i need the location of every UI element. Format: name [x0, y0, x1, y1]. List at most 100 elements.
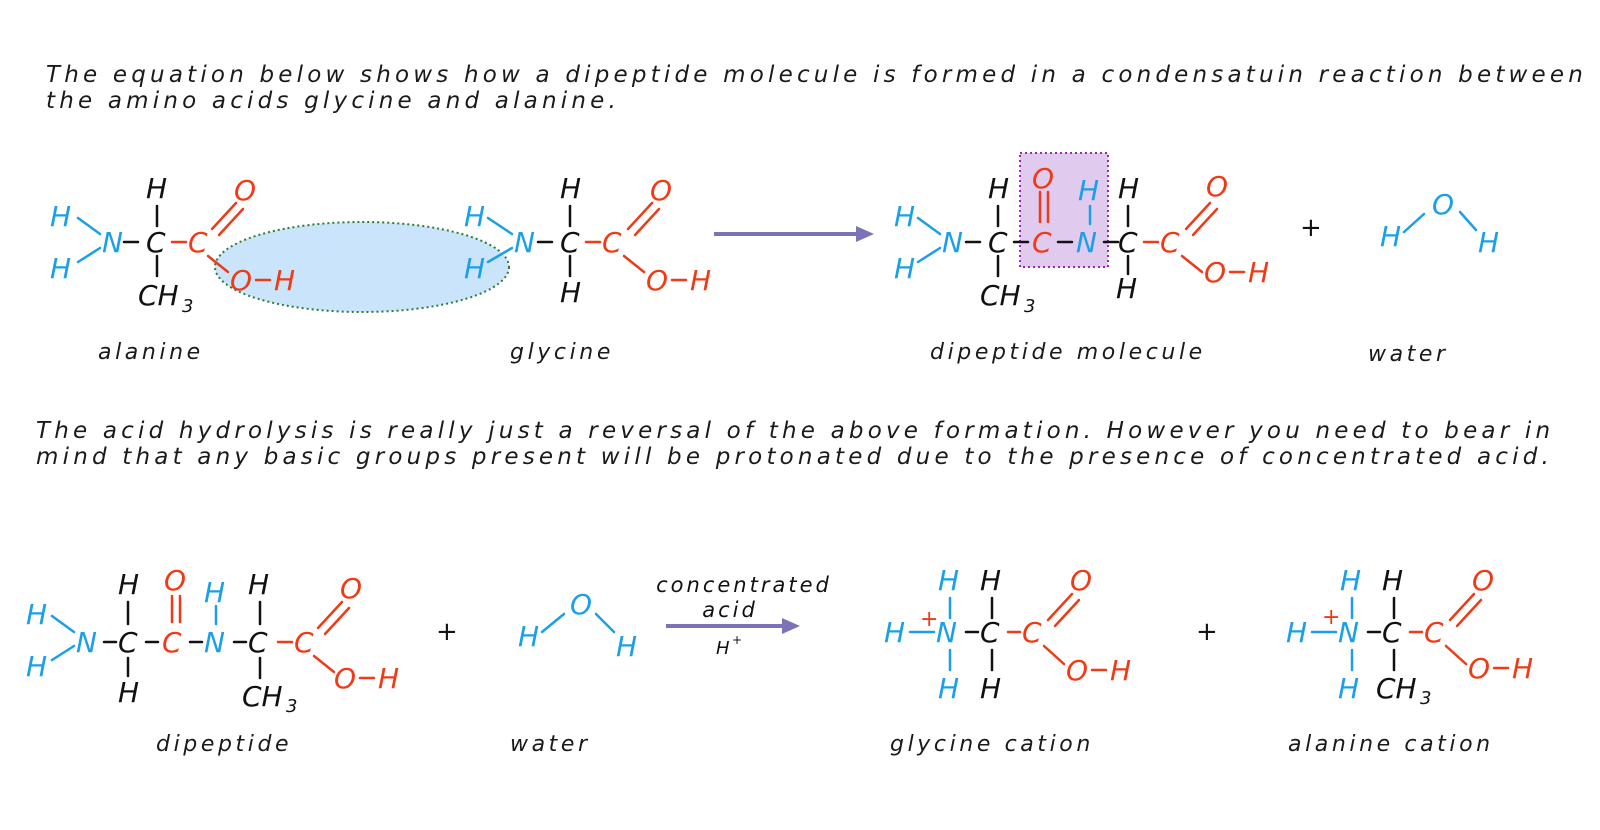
atom-subscript: 3	[1024, 296, 1035, 317]
atom-c: C	[118, 626, 138, 659]
condition-line-2: acid	[702, 598, 758, 622]
atom-h: H	[560, 276, 581, 309]
glycine-cation-molecule: H N + H H C H H C O O H	[884, 564, 1131, 705]
atom-ch: CH	[980, 279, 1021, 312]
atom-o: O	[650, 174, 672, 207]
catalyst-label: H	[716, 638, 730, 659]
atom-n: N	[936, 616, 957, 649]
atom-h: H	[988, 172, 1009, 205]
atom-ch: CH	[242, 680, 283, 713]
atom-o: O	[1204, 256, 1226, 289]
atom-c: C	[1032, 226, 1052, 259]
atom-h: H	[938, 672, 959, 705]
atom-o: O	[1032, 162, 1054, 195]
atom-c: C	[1160, 226, 1180, 259]
positive-charge: +	[1322, 605, 1340, 630]
atom-o: O	[334, 662, 356, 695]
water-molecule: H O H	[1380, 188, 1499, 259]
atom-h: H	[980, 564, 1001, 597]
atom-h: H	[616, 630, 637, 663]
atom-h: H	[146, 172, 167, 205]
condition-line-1: concentrated	[656, 573, 832, 597]
atom-o: O	[646, 264, 668, 297]
label-water-top: water	[1368, 342, 1449, 367]
label-dipeptide: dipeptide	[156, 732, 293, 757]
atom-h: H	[1078, 174, 1099, 207]
atom-n: N	[942, 226, 963, 259]
atom-h: H	[518, 620, 539, 653]
label-glycine-cation: glycine cation	[890, 732, 1094, 757]
atom-h: H	[894, 200, 915, 233]
atom-h: H	[26, 598, 47, 631]
hydrolysis-paragraph: The acid hydrolysis is really just a rev…	[36, 418, 1554, 470]
atom-h: H	[1340, 564, 1361, 597]
atom-o: O	[1468, 652, 1490, 685]
plus-sign: +	[1196, 617, 1218, 647]
alanine-cation-molecule: H N + H H C H CH 3 C O O H	[1286, 564, 1533, 709]
atom-c: C	[602, 226, 622, 259]
atom-c: C	[1382, 616, 1402, 649]
atom-c: C	[560, 226, 580, 259]
atom-h: H	[248, 568, 269, 601]
intro-line-1: The equation below shows how a dipeptide…	[46, 62, 1588, 88]
atom-h: H	[1380, 220, 1401, 253]
atom-h: H	[560, 172, 581, 205]
intro-paragraph: The equation below shows how a dipeptide…	[46, 62, 1587, 114]
atom-c: C	[1022, 616, 1042, 649]
atom-c: C	[294, 626, 314, 659]
condensation-highlight	[214, 221, 510, 313]
atom-h: H	[1118, 172, 1139, 205]
atom-ch: CH	[138, 279, 179, 312]
hydrolysis-line-1: The acid hydrolysis is really just a rev…	[36, 418, 1555, 444]
atom-n: N	[76, 626, 97, 659]
atom-h: H	[884, 616, 905, 649]
positive-charge: +	[920, 607, 938, 632]
atom-h: H	[1478, 226, 1499, 259]
atom-n: N	[1076, 226, 1097, 259]
atom-o: O	[164, 564, 186, 597]
atom-o: O	[1070, 564, 1092, 597]
atom-o: O	[230, 264, 252, 297]
atom-h: H	[1512, 652, 1533, 685]
atom-h: H	[1382, 564, 1403, 597]
dipeptide-molecule: H H N C H CH 3 O C N H C H H C O O H	[894, 162, 1269, 317]
atom-c: C	[1118, 226, 1138, 259]
atom-n: N	[204, 626, 225, 659]
atom-c: C	[988, 226, 1008, 259]
atom-o: O	[340, 572, 362, 605]
atom-h: H	[378, 662, 399, 695]
plus-sign: +	[436, 617, 458, 647]
atom-subscript: 3	[286, 696, 297, 717]
atom-h: H	[1338, 672, 1359, 705]
hydrolysis-reaction-arrow: concentrated acid H +	[656, 573, 832, 659]
atom-h: H	[1248, 256, 1269, 289]
catalyst-charge: +	[732, 633, 742, 647]
atom-ch: CH	[1376, 672, 1417, 705]
atom-o: O	[570, 588, 592, 621]
atom-h: H	[464, 252, 485, 285]
atom-h: H	[1286, 616, 1307, 649]
alanine-molecule: H H N C H CH 3 C O O H	[50, 172, 295, 317]
plus-sign: +	[1300, 213, 1322, 243]
atom-o: O	[1206, 170, 1228, 203]
atom-h: H	[274, 264, 295, 297]
atom-h: H	[26, 650, 47, 683]
atom-h: H	[204, 576, 225, 609]
atom-h: H	[1110, 654, 1131, 687]
atom-c: C	[162, 626, 182, 659]
atom-subscript: 3	[182, 296, 193, 317]
atom-h: H	[118, 676, 139, 709]
water-molecule-bottom: H O H	[518, 588, 637, 663]
atom-subscript: 3	[1420, 688, 1431, 709]
label-dipeptide-molecule: dipeptide molecule	[930, 340, 1206, 365]
atom-h: H	[894, 252, 915, 285]
atom-n: N	[1338, 616, 1359, 649]
atom-h: H	[50, 252, 71, 285]
atom-c: C	[1424, 616, 1444, 649]
atom-o: O	[234, 174, 256, 207]
atom-h: H	[118, 568, 139, 601]
atom-h: H	[690, 264, 711, 297]
atom-c: C	[146, 226, 166, 259]
atom-h: H	[1116, 272, 1137, 305]
dipeptide-molecule-bottom: H H N C H H O C N H C H CH 3 C O O H	[26, 564, 399, 717]
